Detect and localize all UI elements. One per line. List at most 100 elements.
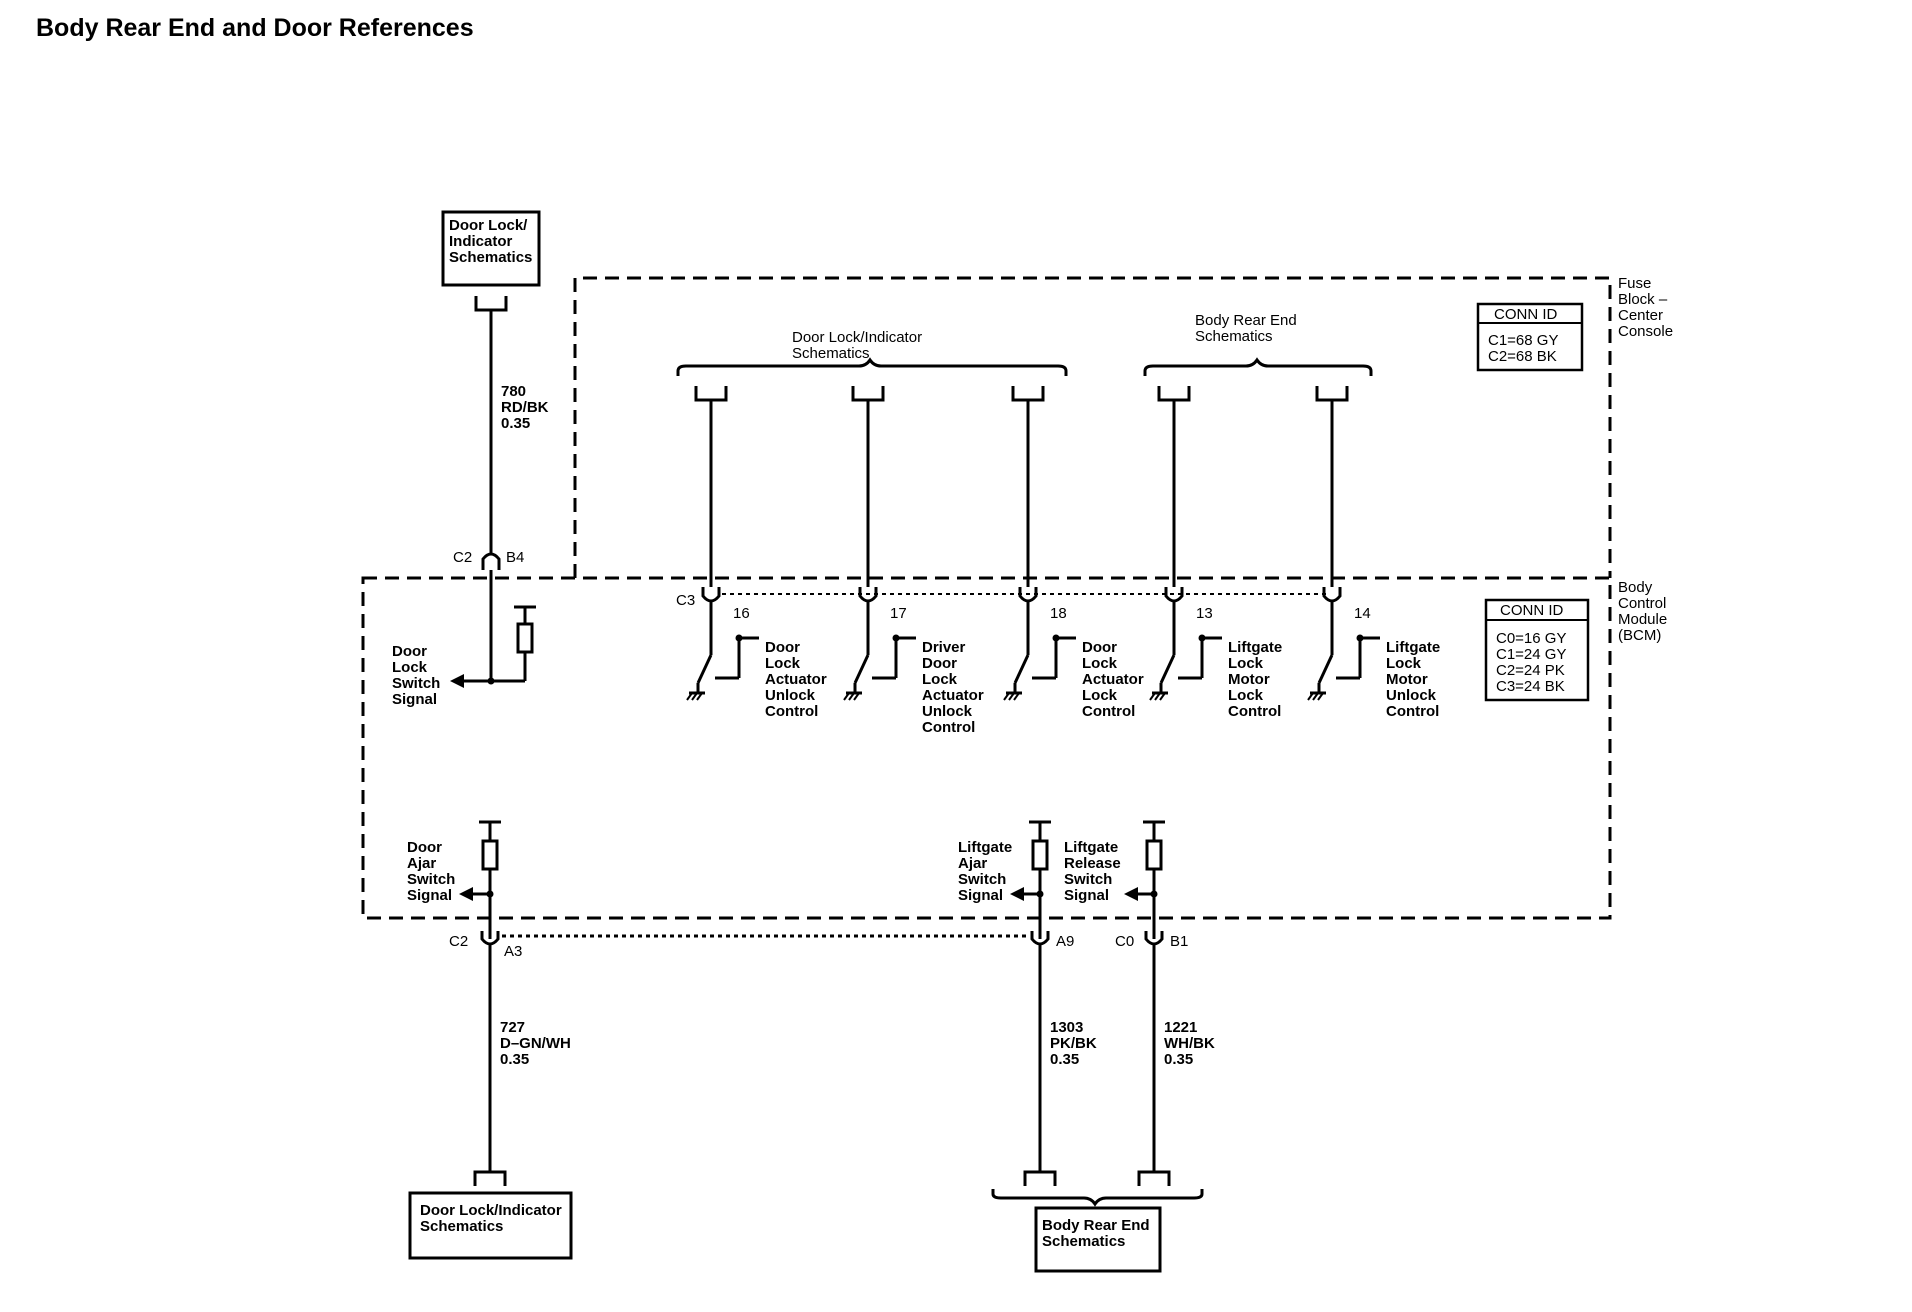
liftgate-release-switch-input [1124,820,1165,939]
ground-hatch [1149,692,1156,701]
connector-b1-label: B1 [1170,933,1188,950]
output-label-line: Control [1228,703,1281,720]
ground-hatch [696,692,703,701]
svg-text:Schematics: Schematics [1195,328,1273,345]
svg-text:Schematics: Schematics [420,1218,503,1235]
svg-text:Control: Control [1618,595,1666,612]
ground-hatch [848,692,855,701]
output-label-line: Lock [1228,655,1264,672]
svg-text:Schematics: Schematics [1042,1233,1125,1250]
wire-1221-label: 1221 WH/BK 0.35 [1164,1019,1215,1068]
svg-text:Switch: Switch [958,871,1006,888]
output-label-line: Liftgate [1228,639,1282,656]
connector-a3 [480,931,500,946]
svg-text:PK/BK: PK/BK [1050,1035,1097,1052]
bcm-label: Body Control Module (BCM) [1618,579,1667,644]
ground-hatch [1317,692,1324,701]
door-ajar-switch-signal-label: Door Ajar Switch Signal [407,839,455,904]
reference-box-bottom-left: Door Lock/Indicator Schematics [408,1191,573,1260]
connector-b4-label: B4 [506,549,524,566]
output-label-line: Control [765,703,818,720]
svg-text:CONN ID: CONN ID [1494,306,1558,323]
output-label-line: Lock [1082,655,1118,672]
ground-hatch [686,692,693,701]
connector-c3-label: C3 [676,592,695,609]
output-label-line: Lock [1082,687,1118,704]
svg-text:Center: Center [1618,307,1663,324]
svg-text:C2=68 BK: C2=68 BK [1488,348,1557,365]
output-label-line: Control [1082,703,1135,720]
connector-a9 [1030,931,1050,946]
door-lock-group-label: Door Lock/Indicator Schematics [792,329,922,362]
liftgate-ajar-switch-signal-label: Liftgate Ajar Switch Signal [958,839,1012,904]
svg-text:Door: Door [407,839,442,856]
output-circuits: 16DoorLockActuatorUnlockControl17DriverD… [686,386,1440,736]
bcm-conn-id-table: CONN ID C0=16 GY C1=24 GY C2=24 PK C3=24… [1484,598,1590,702]
pin-number: 17 [890,605,907,622]
ground-hatch [1013,692,1020,701]
door-ajar-switch-input [459,820,501,939]
svg-text:Console: Console [1618,323,1673,340]
output-label-line: Door [922,655,957,672]
ref-connector-top-left [474,296,508,312]
svg-text:Module: Module [1618,611,1667,628]
output-label-line: Lock [1228,687,1264,704]
svg-text:C1=68 GY: C1=68 GY [1488,332,1558,349]
ground-hatch [1003,692,1010,701]
svg-text:Ajar: Ajar [958,855,987,872]
output-label-line: Lock [765,655,801,672]
ref-connector [1011,386,1045,402]
svg-text:Door Lock/Indicator: Door Lock/Indicator [420,1202,562,1219]
reference-box-top-left: Door Lock/ Indicator Schematics [441,210,541,287]
connector-c2-b4 [481,552,501,570]
svg-text:727: 727 [500,1019,525,1036]
output-label-line: Motor [1228,671,1270,688]
svg-text:Schematics: Schematics [792,345,870,362]
svg-text:C1=24 GY: C1=24 GY [1496,646,1566,663]
svg-text:D–GN/WH: D–GN/WH [500,1035,571,1052]
svg-text:Body: Body [1618,579,1653,596]
output-label-line: Motor [1386,671,1428,688]
ref-connector [851,386,885,402]
connector-pin [1322,587,1342,603]
output-label-line: Unlock [765,687,816,704]
connector-c2-bottom-label: C2 [449,933,468,950]
svg-text:Signal: Signal [958,887,1003,904]
output-label-line: Actuator [765,671,827,688]
output-label-line: Door [765,639,800,656]
ground-hatch [853,692,860,701]
ref-connector [1157,386,1191,402]
svg-text:Switch: Switch [1064,871,1112,888]
output-label-line: Liftgate [1386,639,1440,656]
svg-text:Signal: Signal [1064,887,1109,904]
svg-text:Signal: Signal [392,691,437,708]
connector-c0-label: C0 [1115,933,1134,950]
svg-text:Body Rear End: Body Rear End [1042,1217,1150,1234]
ref-connector [1315,386,1349,402]
svg-text:Door Lock/Indicator: Door Lock/Indicator [792,329,922,346]
svg-text:Schematics: Schematics [449,249,532,266]
fuse-block-boundary [573,276,1612,578]
output-label-line: Unlock [922,703,973,720]
body-rear-bottom-brace [991,1189,1204,1207]
body-rear-group-label: Body Rear End Schematics [1195,312,1297,345]
bcm-boundary [361,576,1612,920]
fuse-block-conn-id-table: CONN ID C1=68 GY C2=68 BK [1476,302,1584,372]
svg-text:Liftgate: Liftgate [958,839,1012,856]
door-lock-switch-input [450,605,536,688]
svg-text:Signal: Signal [407,887,452,904]
svg-text:Release: Release [1064,855,1121,872]
connector-pin [701,587,721,603]
svg-text:CONN ID: CONN ID [1500,602,1564,619]
wire-1303-label: 1303 PK/BK 0.35 [1050,1019,1097,1068]
output-label-line: Lock [922,671,958,688]
svg-text:Switch: Switch [407,871,455,888]
pin-number: 13 [1196,605,1213,622]
svg-text:Switch: Switch [392,675,440,692]
